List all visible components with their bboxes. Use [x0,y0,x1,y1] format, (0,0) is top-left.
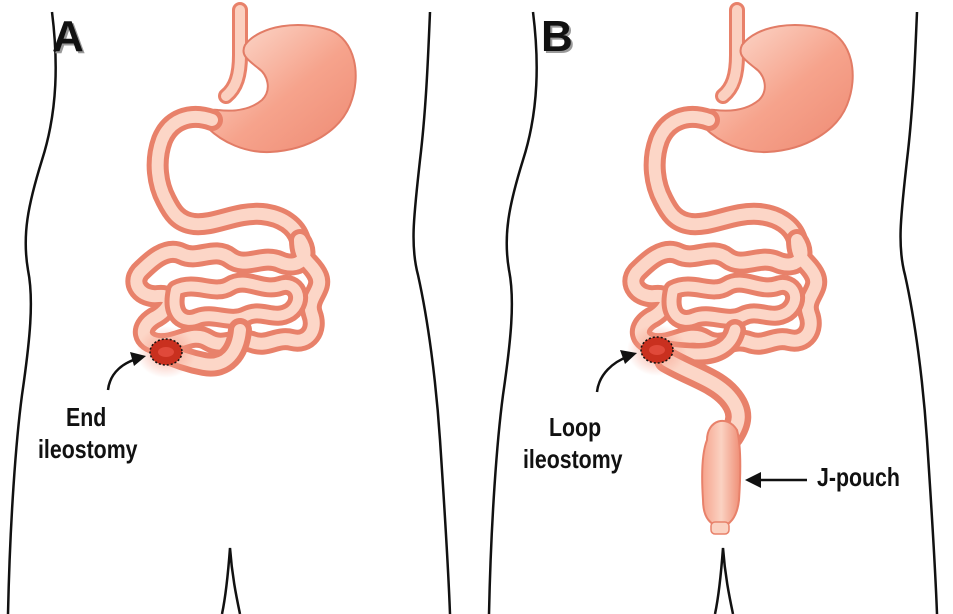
body-outline-right [901,12,937,614]
j-pouch-label: J-pouch [817,462,900,492]
panel-label-b: B [541,12,573,62]
panel-a-illustration [0,0,476,614]
j-pouch-arrow [745,472,807,488]
panel-label-a: A [52,12,84,62]
end-ileostomy-label-line1: End [66,402,106,432]
end-ileostomy-stoma [150,339,182,365]
stoma-arrow [108,352,146,390]
end-ileostomy-label-line2: ileostomy [38,434,138,464]
body-outline-left [489,12,537,614]
legs-divide [715,548,733,614]
panel-b: B Loop ileostomy J-pouch [477,0,953,614]
loop-ileostomy-label-line1: Loop [549,412,601,442]
panel-a: A End ileostomy [0,0,476,614]
stoma-arrow [597,350,637,392]
body-outline-left [8,12,56,614]
j-pouch [702,421,740,534]
loop-ileostomy-label-line2: ileostomy [523,444,623,474]
loop-ileostomy-stoma [641,337,673,363]
legs-divide [222,548,240,614]
body-outline-right [414,12,450,614]
panel-b-illustration [477,0,953,614]
